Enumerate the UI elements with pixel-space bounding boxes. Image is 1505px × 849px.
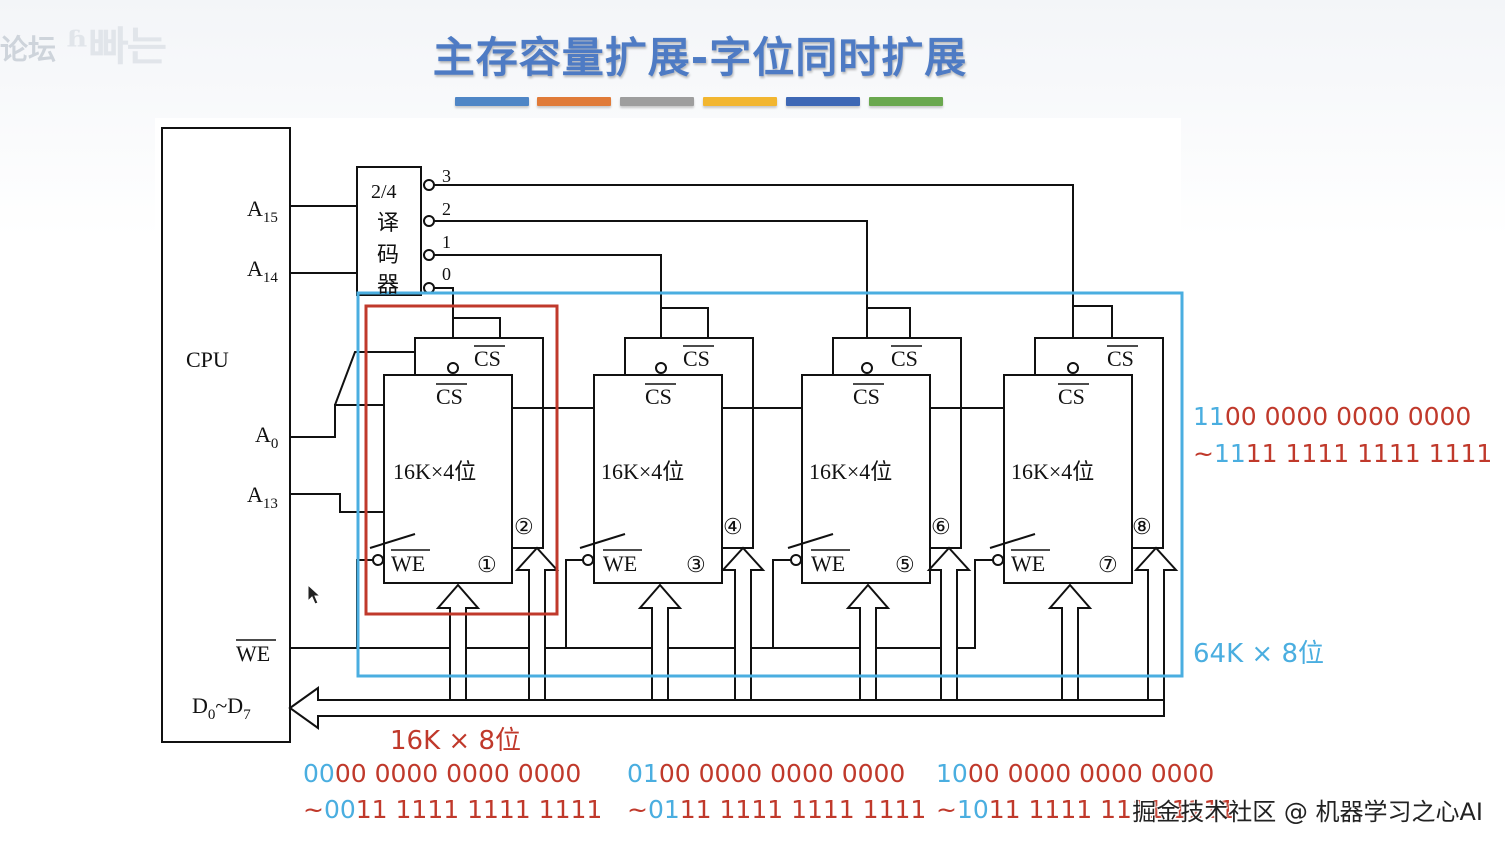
range-chip56-start: 1000 0000 0000 0000 (936, 759, 1215, 788)
range-chip78-start: 1100 0000 0000 0000 (1193, 402, 1472, 431)
chip-num-5: ⑤ (895, 552, 915, 577)
we-label-4: WE (1011, 551, 1045, 576)
page-title: 主存容量扩展-字位同时扩展 (432, 33, 968, 82)
decoder-out-3: 3 (442, 166, 451, 186)
range-chip12-start: 0000 0000 0000 0000 (303, 759, 582, 788)
cs-back-1: CS (474, 346, 501, 371)
watermark: 掘金技术社区 @ 机器学习之心AI (1132, 798, 1483, 826)
total-capacity-label: 64K × 8位 (1193, 639, 1324, 669)
chip-label-3: 16K×4位 (809, 459, 892, 484)
blue-highlight-box (356, 291, 1184, 678)
decoder-label-1: 2/4 (371, 181, 397, 203)
title-underline-4 (703, 97, 777, 106)
pin-data: D0~D7 (192, 693, 251, 723)
decoder-label-4: 器 (377, 272, 399, 297)
we-label-2: WE (603, 551, 637, 576)
range-chip34-end: ~0111 1111 1111 1111 (627, 795, 927, 824)
title-underline-1 (455, 97, 529, 106)
chip-num-6: ⑥ (931, 514, 951, 539)
decoder-out-0: 0 (442, 264, 451, 284)
pin-a14: A14 (247, 256, 278, 286)
we-label-3: WE (811, 551, 845, 576)
chip-label-2: 16K×4位 (601, 459, 684, 484)
cs-back-3: CS (891, 346, 918, 371)
cpu-box (161, 127, 291, 743)
chip-num-2: ② (514, 514, 534, 539)
logo-graphic: ʱ빠는 (65, 23, 167, 70)
range-chip56-end: ~1011 1111 1111 1111 (936, 795, 1236, 824)
range-chip34-start: 0100 0000 0000 0000 (627, 759, 906, 788)
range-chip12-end: ~0011 1111 1111 1111 (303, 795, 603, 824)
cs-front-2: CS (645, 384, 672, 409)
cs-front-3: CS (853, 384, 880, 409)
pin-a15: A15 (247, 196, 278, 226)
decoder-box (356, 166, 422, 296)
chip-num-7: ⑦ (1098, 552, 1118, 577)
title-underline-6 (869, 97, 943, 106)
chip-num-4: ④ (723, 514, 743, 539)
pin-a0: A0 (255, 422, 278, 452)
title-underline-3 (620, 97, 694, 106)
cs-front-4: CS (1058, 384, 1085, 409)
chip-num-3: ③ (686, 552, 706, 577)
group-capacity-label: 16K × 8位 (390, 726, 521, 756)
chip-label-1: 16K×4位 (393, 459, 476, 484)
site-logo: 论坛 (0, 33, 57, 66)
pin-a13: A13 (247, 482, 278, 512)
decoder-out-1: 1 (442, 232, 451, 252)
title-underline-2 (537, 97, 611, 106)
pin-we: WE (236, 641, 270, 666)
range-chip78-end: ~1111 1111 1111 1111 (1193, 439, 1493, 468)
chip-label-4: 16K×4位 (1011, 459, 1094, 484)
decoder-label-3: 码 (377, 242, 399, 267)
mouse-cursor-icon (307, 584, 322, 605)
chip-num-1: ① (477, 552, 497, 577)
chip-num-8: ⑧ (1132, 514, 1152, 539)
cs-front-1: CS (436, 384, 463, 409)
cs-back-2: CS (683, 346, 710, 371)
red-highlight-box (364, 304, 559, 616)
title-underline-5 (786, 97, 860, 106)
cs-back-4: CS (1107, 346, 1134, 371)
decoder-out-2: 2 (442, 199, 451, 219)
decoder-label-2: 译 (377, 210, 399, 235)
we-label-1: WE (391, 551, 425, 576)
cpu-label: CPU (186, 347, 229, 372)
